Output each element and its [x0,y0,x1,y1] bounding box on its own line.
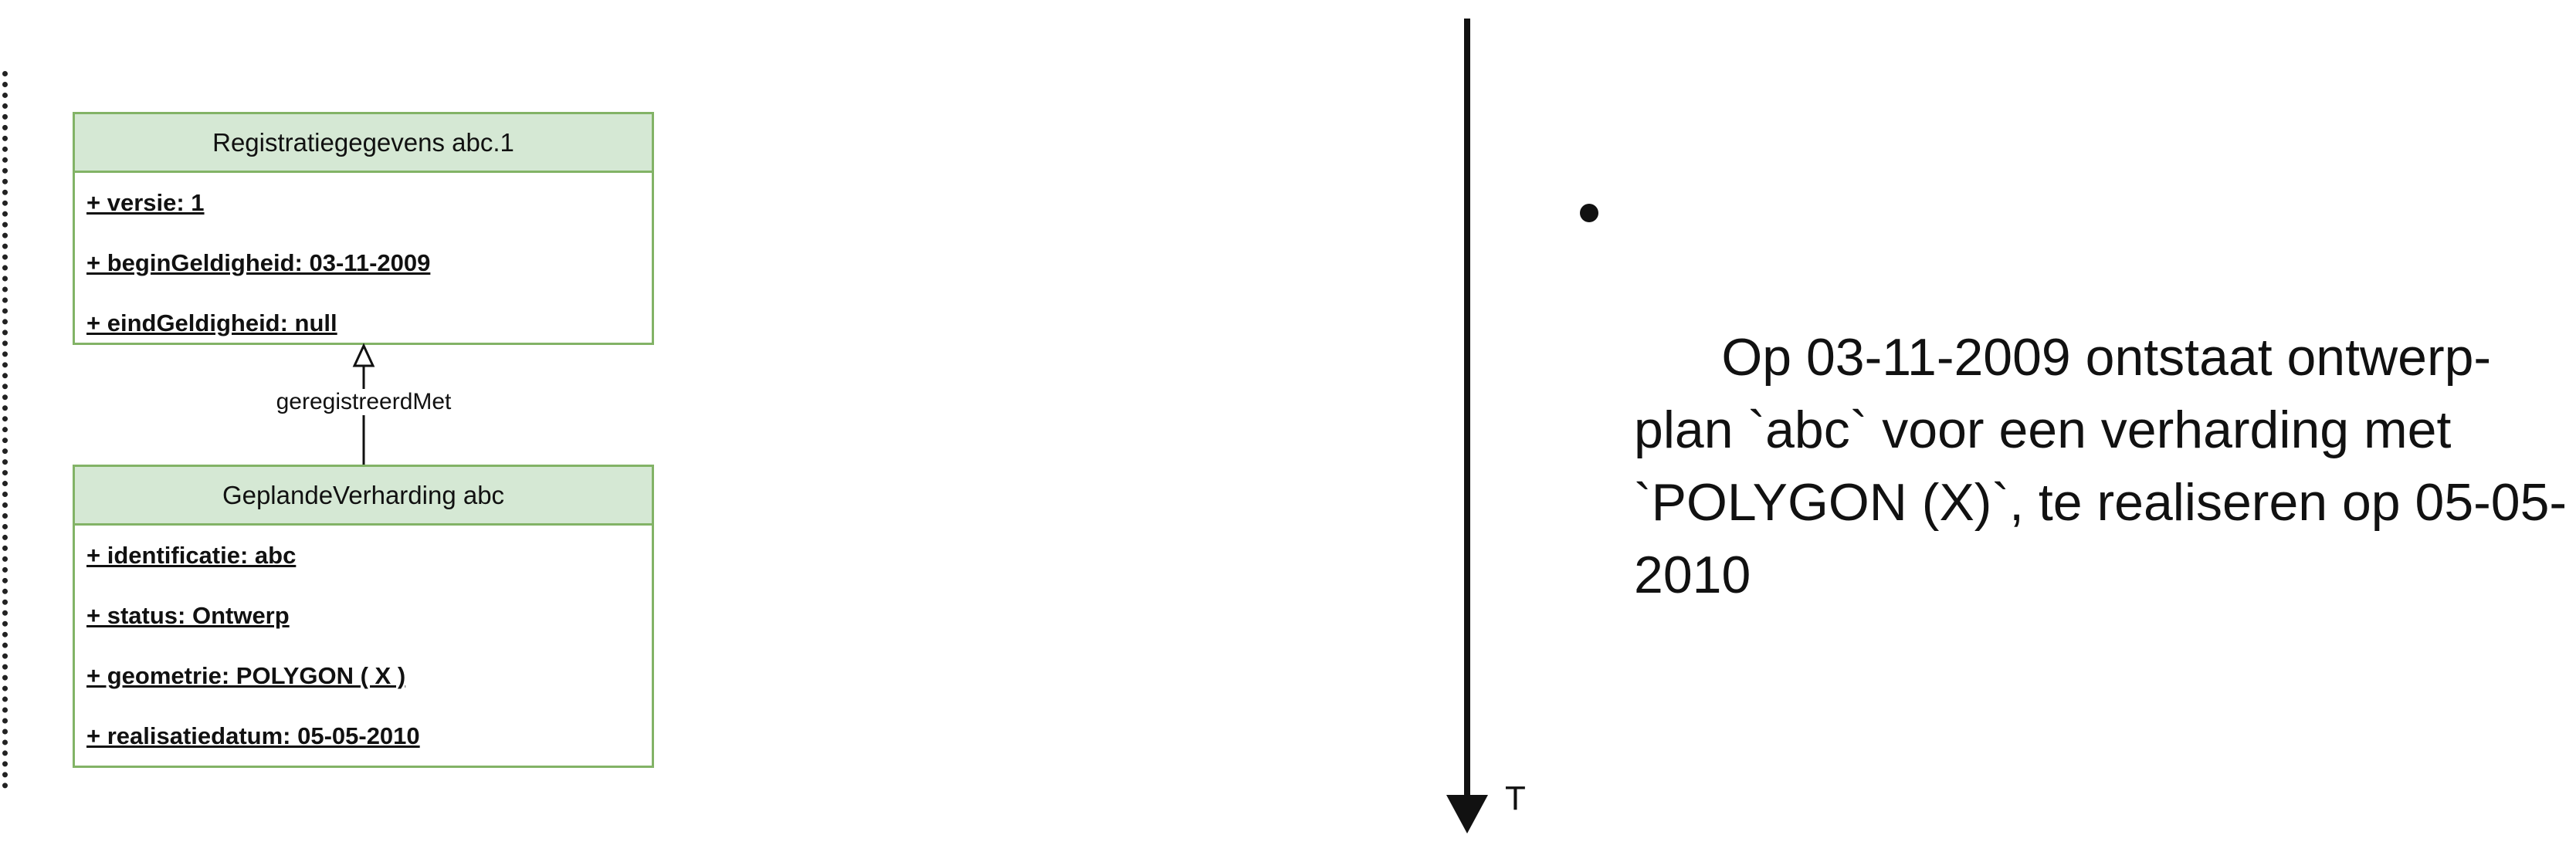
class-attribute-geometrie: + geometrie: POLYGON ( X ) [86,662,406,689]
note-bullet: Op 03-11-2009 ontstaat ontwerp-plan `abc… [1575,176,2571,684]
dotted-divider [2,71,8,789]
class-attribute-status: + status: Ontwerp [86,602,290,629]
class-attribute-versie: + versie: 1 [86,189,205,216]
note-text: Op 03-11-2009 ontstaat ontwerp-plan `abc… [1634,328,2568,604]
class-attribute-begin-geldigheid: + beginGeldigheid: 03-11-2009 [86,249,431,276]
class-attribute-realisatiedatum: + realisatiedatum: 05-05-2010 [86,722,420,749]
class-geplande-verharding[interactable]: GeplandeVerharding abc + identificatie: … [73,465,654,768]
timeline-arrowhead [1446,795,1488,833]
notes-list: Op 03-11-2009 ontstaat ontwerp-plan `abc… [1575,176,2571,684]
bullet-icon [1580,204,1598,222]
class-registratiegegevens[interactable]: Registratiegegevens abc.1 + versie: 1 + … [73,112,654,345]
class-attribute-eind-geldigheid: + eindGeldigheid: null [86,309,337,336]
association-label: geregistreerdMet [266,389,461,415]
class-attribute-identificatie: + identificatie: abc [86,542,297,569]
class-title: GeplandeVerharding abc [75,467,652,526]
timeline-label: T [1505,779,1526,817]
class-title: Registratiegegevens abc.1 [75,114,652,173]
